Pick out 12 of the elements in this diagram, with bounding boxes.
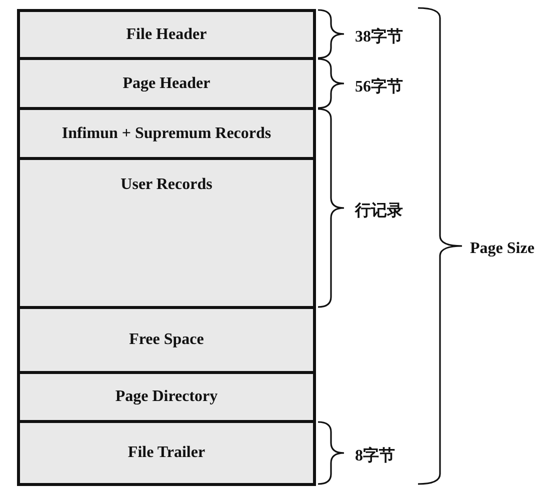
size-label: 8字节 — [355, 446, 395, 466]
size-label: 行记录 — [355, 201, 403, 222]
size-label: 56字节 — [355, 76, 403, 97]
page-section-box: Infimun + Supremum Records — [17, 107, 316, 160]
page-section-box: Page Header — [17, 57, 316, 110]
page-section-box: Page Directory — [17, 371, 316, 423]
page-section-box: File Header — [17, 9, 316, 60]
page-section-box: User Records — [17, 157, 316, 309]
size-label: Page Size — [470, 240, 534, 258]
size-label: 38字节 — [355, 26, 403, 48]
page-section-box: Free Space — [17, 306, 316, 374]
page-section-box: File Trailer — [17, 420, 316, 486]
